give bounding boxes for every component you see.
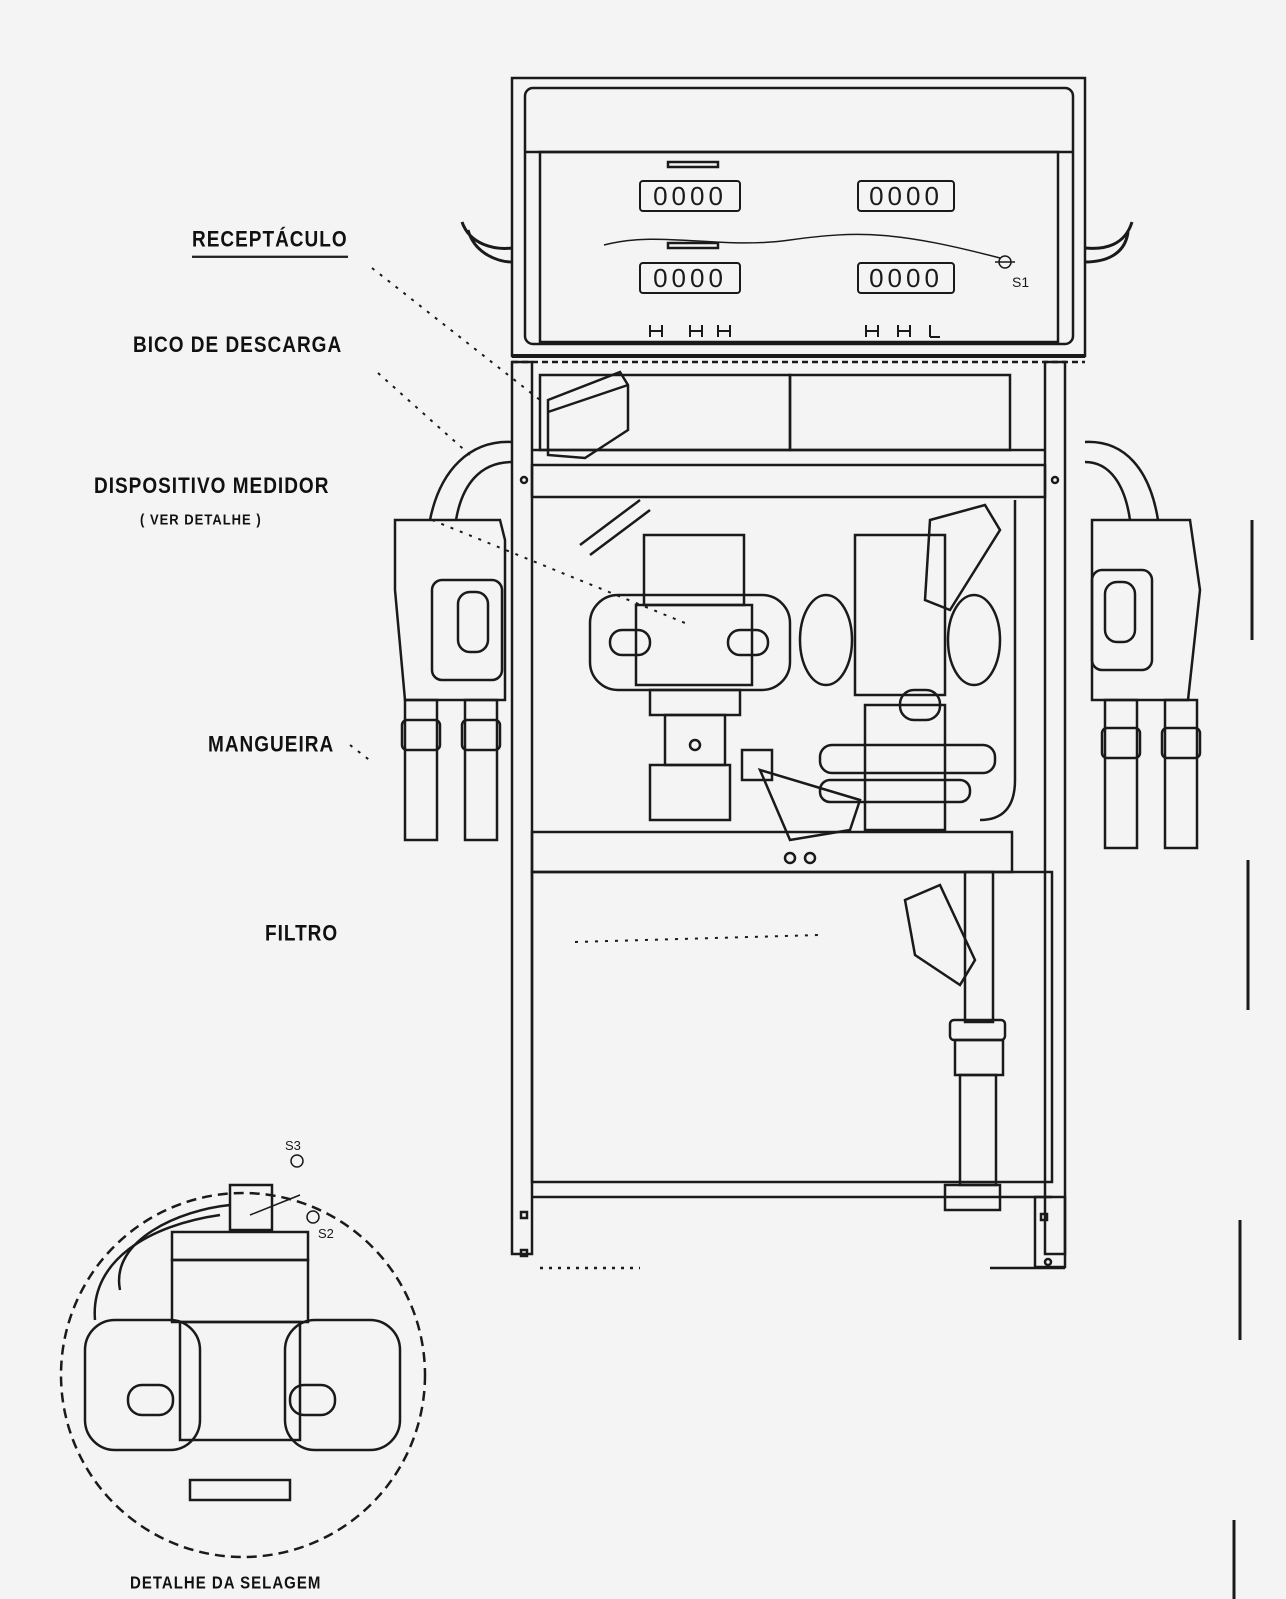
display-digit-frames: [639, 180, 955, 294]
seal-tag-s1: S1: [1012, 274, 1029, 290]
label-ver-detalhe: ( VER DETALHE ): [140, 510, 262, 529]
right-hose-nozzle: [1084, 440, 1202, 850]
left-hose-nozzle: [393, 440, 513, 842]
label-dispositivo-medidor: DISPOSITIVO MEDIDOR: [94, 474, 330, 499]
filter-assembly: [783, 851, 1007, 1212]
display-digits-top-right: 0000: [869, 181, 943, 211]
label-receptaculo: RECEPTÁCULO: [192, 228, 348, 258]
dispenser-head: [460, 76, 1134, 364]
label-filtro: FILTRO: [265, 922, 339, 947]
right-meter: [740, 500, 1017, 842]
seal-detail-view: [59, 1154, 427, 1559]
seal-tag-s3: S3: [285, 1138, 301, 1153]
label-bico-de-descarga: BICO DE DESCARGA: [133, 333, 343, 358]
discharge-nozzle: [546, 370, 630, 460]
seal-tag-s2: S2: [318, 1226, 334, 1241]
label-mangueira: MANGUEIRA: [208, 733, 335, 758]
display-digits-top-left: 0000: [653, 181, 727, 211]
leader-lines: [349, 267, 821, 943]
display-digits-bottom-left: 0000: [653, 263, 727, 293]
display-digits-bottom-right: 0000: [869, 263, 943, 293]
dispenser-frame: [510, 360, 1067, 1270]
label-detalhe-da-selagem: DETALHE DA SELAGEM: [130, 1573, 322, 1594]
display-tick-marks: [649, 325, 940, 338]
left-meter: [579, 499, 792, 822]
seal-s1-icon: [995, 255, 1015, 269]
